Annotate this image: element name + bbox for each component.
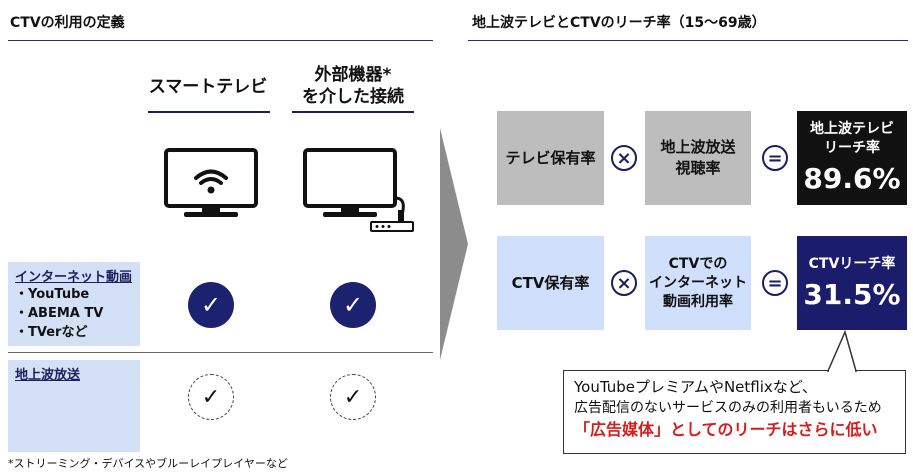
check-dashed-smart-tv-terrestrial: ✓: [188, 374, 234, 420]
row-label-internet-video: インターネット動画 ・YouTube ・ABEMA TV ・TVerなど: [8, 262, 140, 346]
tv-ownership-box: テレビ保有率: [497, 111, 604, 205]
row-item-youtube: ・YouTube: [15, 287, 90, 302]
col-underline-external: [292, 111, 414, 113]
equals-icon: =: [762, 270, 788, 296]
smart-tv-icon: [164, 148, 258, 217]
ctv-reach-result: CTVリーチ率 31.5%: [797, 236, 907, 330]
equals-icon: =: [762, 145, 788, 171]
check-filled-external-internet: ✓: [330, 282, 376, 328]
terrestrial-reach-result: 地上波テレビ リーチ率 89.6%: [797, 111, 907, 205]
callout-line1: YouTubeプレミアムやNetflixなど、: [574, 378, 818, 396]
callout-note: YouTubeプレミアムやNetflixなど、 広告配信のないサービスのみの利用…: [563, 370, 906, 454]
col-header-external: 外部機器* を介した接続: [288, 64, 418, 108]
row-label-terrestrial: 地上波放送: [8, 360, 140, 452]
col-header-external-line2: を介した接続: [302, 87, 404, 107]
ctv-reach-value: 31.5%: [803, 277, 901, 311]
footnote: *ストリーミング・デバイスやブルーレイプレイヤーなど: [8, 457, 288, 470]
ctv-internet-usage-box: CTVでの インターネット 動画利用率: [645, 236, 751, 330]
row-item-abema: ・ABEMA TV: [15, 306, 104, 321]
row-divider: [8, 352, 433, 353]
check-dashed-external-terrestrial: ✓: [330, 374, 376, 420]
col-header-smart-tv: スマートテレビ: [148, 77, 268, 97]
terrestrial-reach-value: 89.6%: [803, 162, 901, 195]
terrestrial-reach-label: 地上波テレビ リーチ率: [810, 121, 894, 156]
right-header-rule: [468, 40, 908, 41]
col-underline-smart-tv: [148, 111, 270, 113]
tv-with-device-icon: [303, 148, 414, 232]
arrow-right-icon: [440, 128, 468, 360]
row-title-internet-video: インターネット動画: [15, 270, 133, 285]
ctv-ownership-box: CTV保有率: [497, 236, 604, 330]
right-header: 地上波テレビとCTVのリーチ率（15〜69歳）: [472, 15, 766, 31]
multiply-icon: ×: [611, 145, 637, 171]
multiply-icon: ×: [611, 270, 637, 296]
callout-line2: 広告配信のないサービスのみの利用者もいるため: [574, 400, 882, 416]
terrestrial-viewing-box: 地上波放送 視聴率: [645, 111, 751, 205]
callout-pointer: [826, 330, 857, 372]
left-header: CTVの利用の定義: [10, 15, 125, 31]
ctv-reach-label: CTVリーチ率: [808, 255, 896, 272]
col-header-external-line1: 外部機器*: [314, 65, 392, 85]
callout-line3: 「広告媒体」としてのリーチはさらに低い: [574, 420, 878, 439]
row-item-tver: ・TVerなど: [15, 325, 88, 340]
row-title-terrestrial: 地上波放送: [15, 368, 81, 383]
check-filled-smart-tv-internet: ✓: [188, 282, 234, 328]
left-header-rule: [8, 40, 433, 41]
